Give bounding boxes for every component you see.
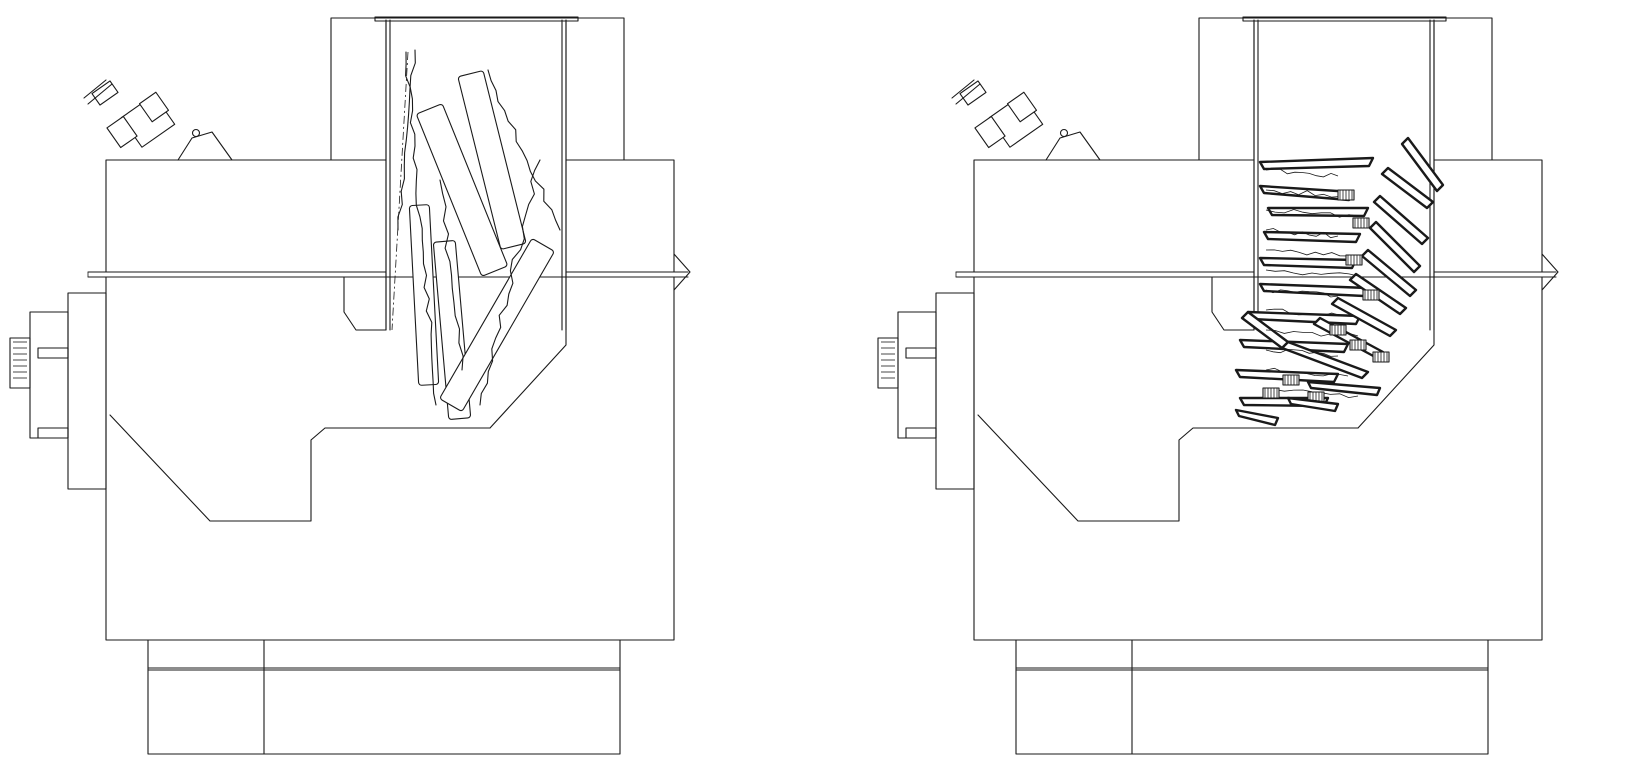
short-piece	[1330, 296, 1398, 338]
hatched-block	[1337, 189, 1355, 201]
short-piece	[1246, 310, 1362, 326]
feed-material-short	[1234, 136, 1445, 427]
hatched-block	[1282, 374, 1300, 386]
hatched-block	[1345, 254, 1363, 266]
hatched-block	[1349, 339, 1367, 351]
offcut-edge	[1265, 249, 1349, 257]
hatched-block	[1352, 217, 1370, 229]
short-piece	[1266, 206, 1370, 218]
offcut-edge	[1265, 168, 1339, 178]
short-piece	[1360, 248, 1418, 298]
long-piece	[440, 238, 554, 412]
short-piece	[1286, 396, 1340, 413]
short-piece	[1240, 310, 1290, 350]
offcut-edge	[1265, 269, 1359, 277]
hatched-block	[1262, 387, 1280, 399]
feed-material-long	[391, 49, 561, 420]
offcut-edge	[1265, 209, 1359, 218]
offcut-edge	[1265, 228, 1339, 239]
short-piece	[1400, 136, 1445, 193]
short-piece	[1258, 256, 1358, 270]
short-piece	[1258, 156, 1375, 171]
offcut-edge	[1265, 348, 1339, 357]
hatched-block	[1329, 324, 1347, 336]
long-piece	[457, 70, 527, 250]
short-piece	[1368, 220, 1422, 274]
panel-short-pieces	[877, 16, 1559, 755]
offcut-edge	[1265, 367, 1349, 377]
short-piece	[1306, 380, 1382, 397]
panel-long-pieces	[9, 16, 691, 755]
offcut-edge	[1265, 189, 1349, 198]
offcut-edge	[1265, 308, 1349, 317]
offcut-edge	[405, 51, 437, 406]
short-piece	[1234, 408, 1280, 427]
hatched-block	[1362, 289, 1380, 301]
offcut-edge	[1265, 289, 1339, 298]
offcut-edge	[397, 49, 416, 231]
short-piece	[1372, 194, 1430, 246]
hatched-block	[1372, 351, 1390, 363]
offcut-edge	[439, 179, 464, 371]
short-piece	[1258, 282, 1370, 298]
short-piece	[1262, 230, 1362, 244]
offcut-edge	[479, 159, 541, 406]
offcut-edge	[487, 69, 561, 231]
long-piece	[416, 103, 508, 277]
short-piece	[1380, 166, 1435, 210]
